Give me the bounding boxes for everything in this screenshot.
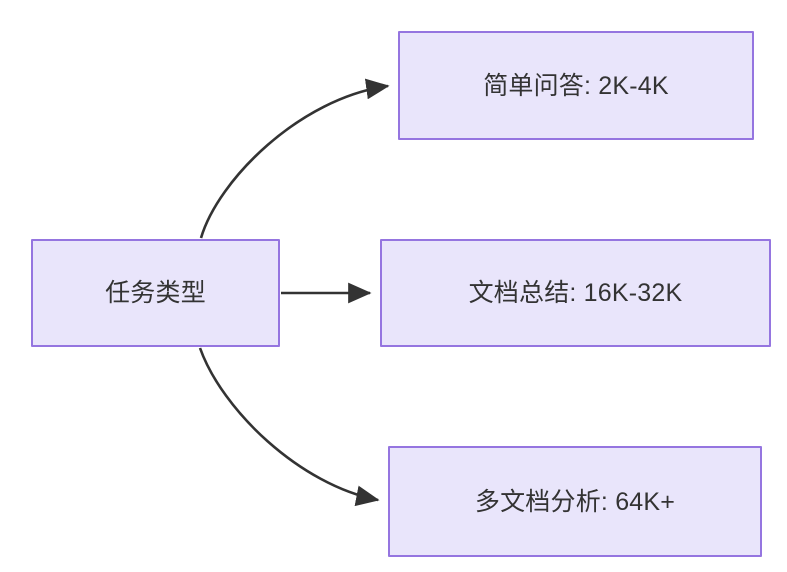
edge-root-to-multi-doc bbox=[198, 347, 380, 507]
node-task-type[interactable]: 任务类型 bbox=[31, 239, 280, 347]
node-simple-qa[interactable]: 简单问答: 2K-4K bbox=[398, 31, 754, 140]
node-task-type-label: 任务类型 bbox=[105, 279, 206, 307]
node-doc-summary[interactable]: 文档总结: 16K-32K bbox=[380, 239, 771, 347]
edge-root-to-simple-qa bbox=[199, 78, 390, 239]
node-doc-summary-label: 文档总结: 16K-32K bbox=[468, 279, 683, 307]
node-multi-doc-label: 多文档分析: 64K+ bbox=[474, 487, 676, 516]
node-multi-doc[interactable]: 多文档分析: 64K+ bbox=[388, 446, 762, 557]
node-simple-qa-label: 简单问答: 2K-4K bbox=[483, 71, 669, 100]
